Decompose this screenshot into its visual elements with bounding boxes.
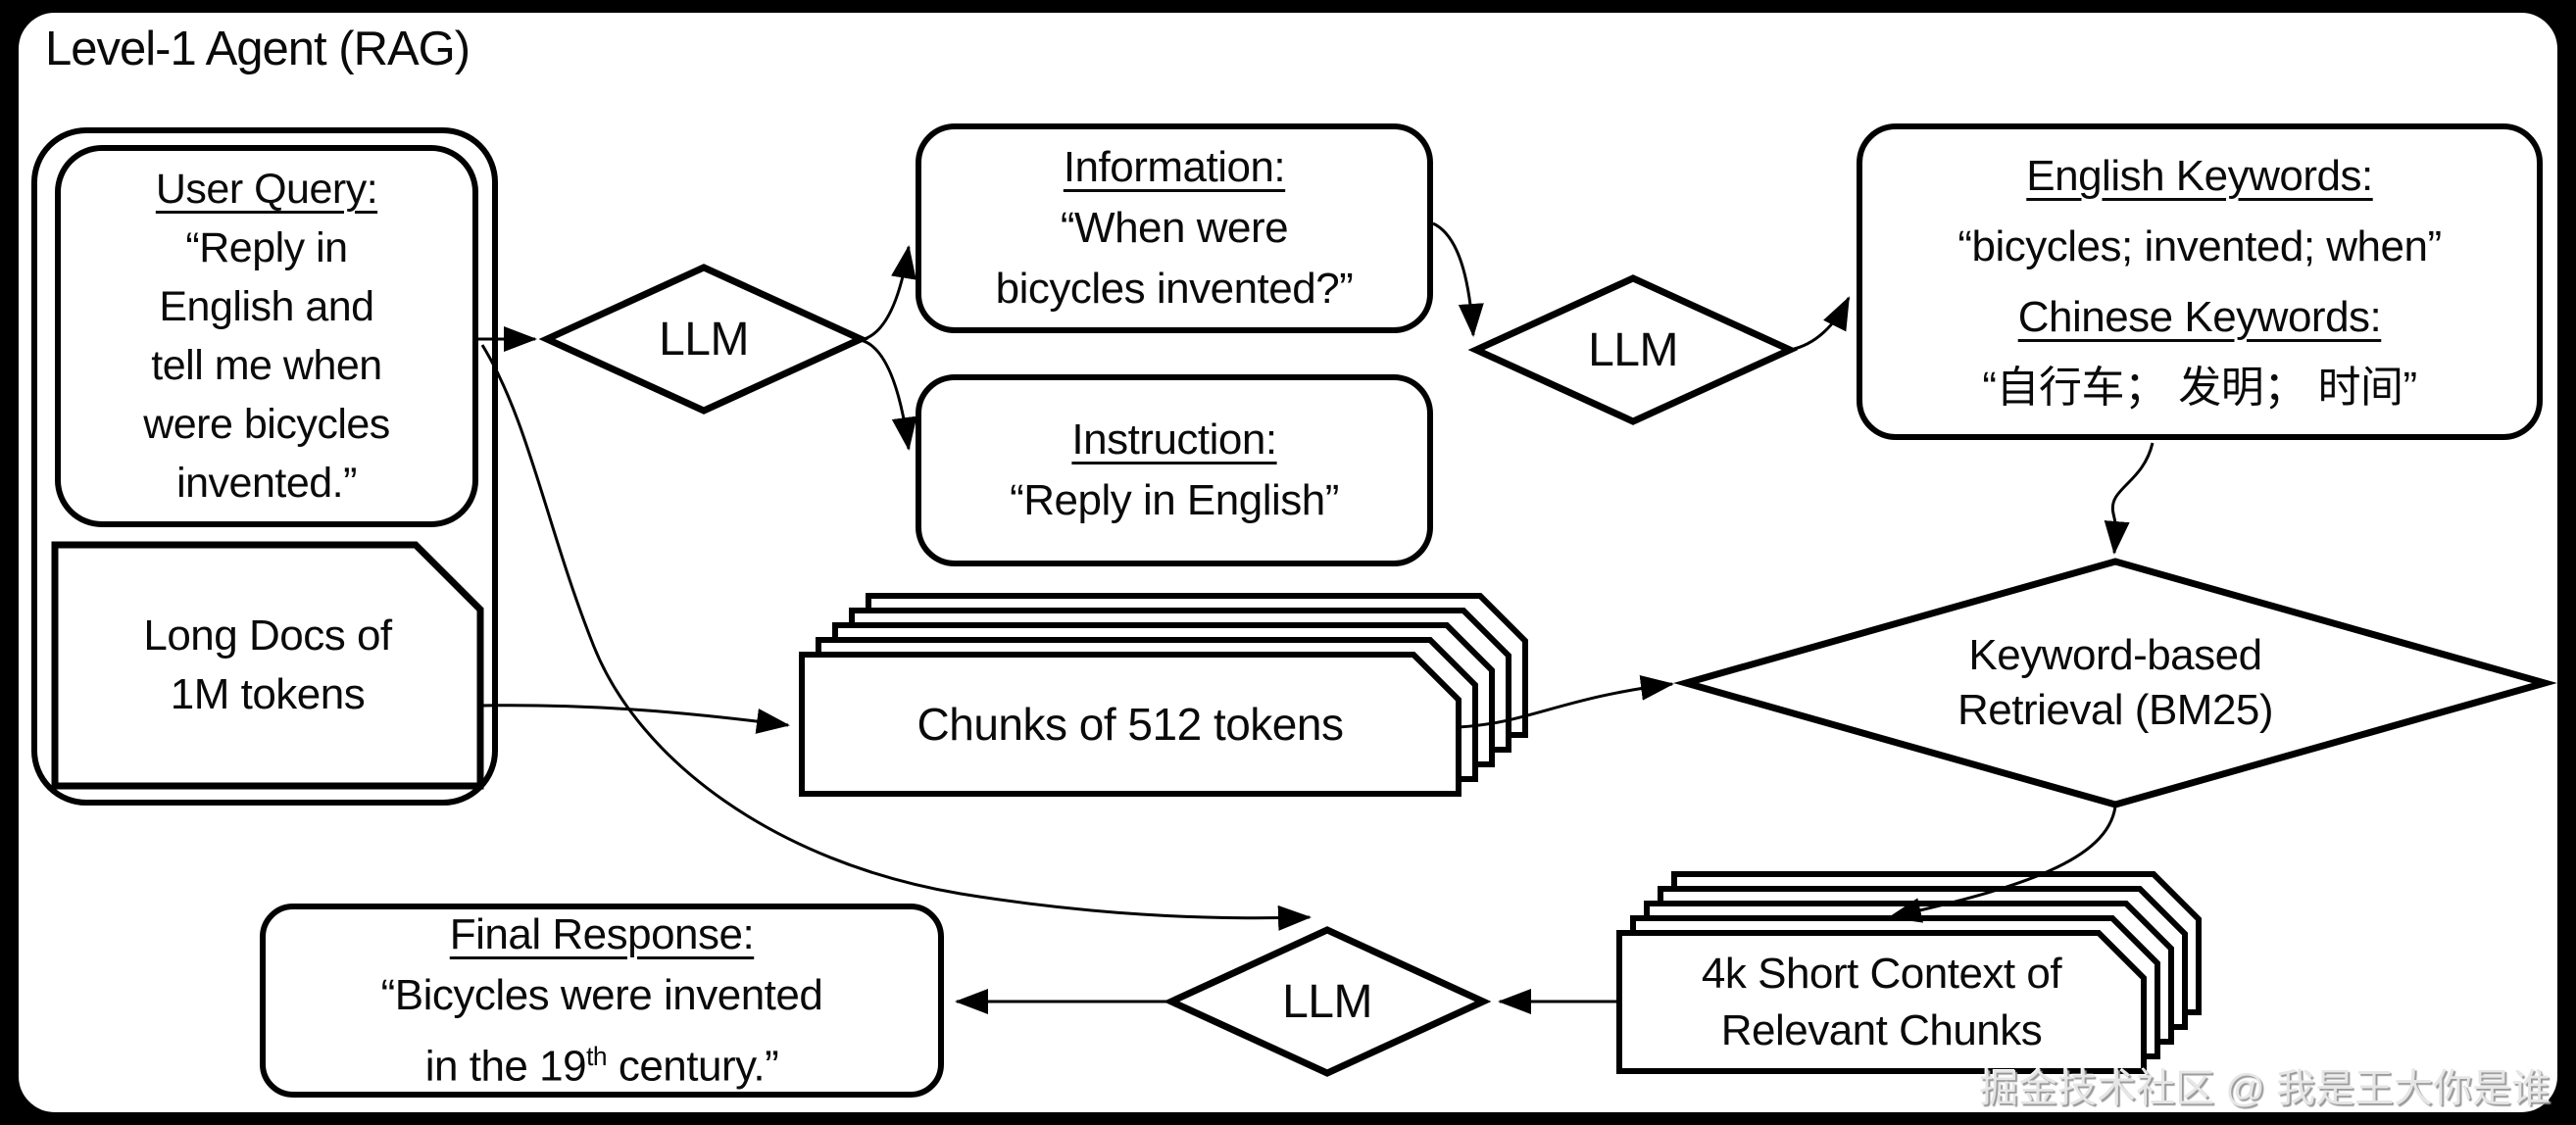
arrows — [478, 221, 2155, 1014]
final-response-line: in the 19th century.” — [424, 1026, 779, 1098]
chinese-keywords-heading: Chinese Keywords: — [2017, 292, 2382, 341]
input-group-container — [31, 127, 498, 806]
arrow-llm-to-information — [860, 245, 916, 342]
bm25-label: Keyword-based Retrieval (BM25) — [1696, 562, 2535, 805]
chinese-keywords-line: “自行车； 发明； 时间” — [1982, 363, 2417, 412]
llm-final-diamond — [1163, 926, 1492, 1077]
arrow-keywords-to-bm25 — [2104, 442, 2155, 555]
instruction-box: Instruction: “Reply in English” — [916, 374, 1433, 566]
user-query-line: English and — [159, 283, 374, 330]
arrow-llm-to-instruction — [860, 338, 917, 451]
long-docs-label: Long Docs of 1M tokens — [55, 545, 480, 786]
bm25-line: Retrieval (BM25) — [1957, 686, 2274, 734]
final-response-heading: Final Response: — [449, 909, 755, 958]
instruction-heading: Instruction: — [1071, 416, 1277, 464]
short-context-stack — [1616, 871, 2202, 1074]
llm-final-label: LLM — [1282, 975, 1372, 1028]
arrow-query-to-final-llm — [480, 344, 1312, 931]
user-query-line: invented.” — [176, 460, 357, 507]
keywords-box: English Keywords: “bicycles; invented; w… — [1857, 123, 2543, 440]
arrow-bm25-to-context — [1888, 806, 2117, 923]
long-docs-shape — [51, 541, 484, 790]
instruction-line: “Reply in English” — [1010, 476, 1339, 524]
information-line: bicycles invented?” — [995, 265, 1354, 313]
user-query-box: User Query: “Reply in English and tell m… — [55, 145, 478, 527]
final-response-line2-pre: in the 19 — [424, 1042, 587, 1091]
arrow-information-to-llm — [1432, 221, 1484, 337]
chunks-stack-front-card — [799, 652, 1461, 797]
final-response-line2-post: century.” — [607, 1042, 779, 1091]
information-heading: Information: — [1063, 143, 1286, 191]
information-box: Information: “When were bicycles invente… — [916, 123, 1433, 333]
arrow-longdocs-to-chunks — [479, 704, 790, 734]
english-keywords-heading: English Keywords: — [2026, 151, 2373, 200]
diagram-title: Level-1 Agent (RAG) — [45, 23, 471, 75]
short-context-label: 4k Short Context of Relevant Chunks — [1619, 933, 2144, 1071]
english-keywords-line: “bicycles; invented; when” — [1957, 221, 2442, 270]
llm-parse-label: LLM — [659, 313, 749, 366]
bm25-diamond — [1673, 558, 2557, 808]
chunks-line: Chunks of 512 tokens — [916, 699, 1344, 750]
short-context-line: Relevant Chunks — [1720, 1005, 2043, 1054]
user-query-line: tell me when — [151, 342, 382, 389]
information-line: “When were — [1060, 204, 1289, 252]
user-query-heading: User Query: — [155, 166, 378, 213]
arrow-chunks-to-bm25 — [1458, 675, 1674, 729]
bm25-line: Keyword-based — [1968, 631, 2262, 679]
llm-keywords-label: LLM — [1588, 323, 1678, 376]
watermark: 掘金技术社区 @ 我是王大你是谁 — [1979, 1067, 2551, 1110]
chunks-stack — [799, 593, 1528, 797]
long-docs-line: 1M tokens — [170, 670, 366, 718]
final-response-ordinal-sup: th — [586, 1041, 608, 1071]
short-context-front-card — [1616, 930, 2147, 1074]
user-query-line: were bicycles — [143, 401, 390, 448]
arrow-llm-to-keywords — [1789, 296, 1851, 352]
final-response-line: “Bicycles were invented — [380, 970, 823, 1019]
chunks-label: Chunks of 512 tokens — [802, 655, 1459, 794]
long-docs-line: Long Docs of — [143, 611, 392, 660]
final-response-box: Final Response: “Bicycles were invented … — [260, 904, 944, 1098]
user-query-line: “Reply in — [185, 224, 348, 271]
short-context-line: 4k Short Context of — [1701, 949, 2062, 998]
